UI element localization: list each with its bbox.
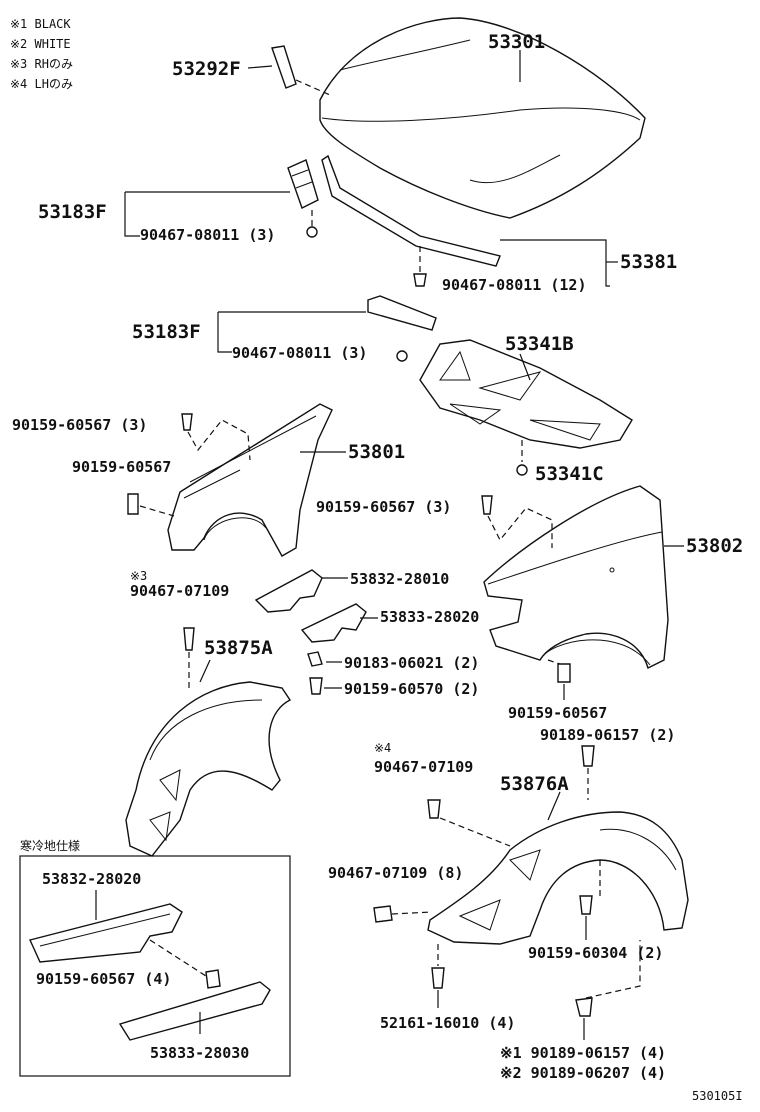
label-inset-bolt: 90159-60567 (4) bbox=[36, 970, 171, 988]
label-fender-rh: 53801 bbox=[348, 441, 405, 463]
label-inset-seal-b: 53833-28030 bbox=[150, 1044, 249, 1062]
label-screw-note2: ※2 90189-06207 (4) bbox=[500, 1064, 666, 1082]
label-clip-52161: 52161-16010 (4) bbox=[380, 1014, 515, 1032]
label-liner-rh: 53875A bbox=[204, 637, 273, 659]
label-seal-lower-clip: 90467-08011 (3) bbox=[232, 344, 367, 362]
legend-item-4: ※4 LHのみ bbox=[10, 77, 73, 91]
seal-b-part[interactable] bbox=[300, 603, 367, 643]
label-bolt-3-left: 90159-60567 (3) bbox=[12, 416, 147, 434]
screw-top-icon bbox=[581, 745, 595, 767]
label-clip-rh: 90467-07109 bbox=[130, 582, 229, 600]
label-liner-lh: 53876A bbox=[500, 773, 569, 795]
label-weatherstrip-clip: 90467-08011 (12) bbox=[442, 276, 587, 294]
label-note3-mark: ※3 bbox=[130, 569, 147, 583]
label-insulator: 53341B bbox=[505, 333, 574, 355]
label-seal-upper-clip: 90467-08011 (3) bbox=[140, 226, 275, 244]
inset-seal-b-part[interactable] bbox=[118, 981, 271, 1041]
weatherstrip-clip-icon bbox=[413, 273, 427, 287]
insulator-clip-icon bbox=[516, 464, 528, 476]
bolt-304-icon bbox=[579, 895, 593, 915]
bolt-icon-left bbox=[127, 493, 139, 515]
label-hood: 53301 bbox=[488, 31, 545, 53]
bolt-icon bbox=[181, 413, 193, 431]
label-inset-seal-a: 53832-28020 bbox=[42, 870, 141, 888]
hood-insulator-part[interactable] bbox=[419, 339, 633, 449]
seal-lower-part[interactable] bbox=[367, 295, 437, 362]
liner-lh-part[interactable] bbox=[427, 811, 689, 945]
label-bolt-2: 90159-60570 (2) bbox=[344, 680, 479, 698]
label-seal-a: 53832-28010 bbox=[350, 570, 449, 588]
label-insulator-clip: 53341C bbox=[535, 463, 604, 485]
hood-part[interactable] bbox=[319, 17, 646, 219]
clip-52161-icon bbox=[431, 967, 445, 989]
liner-rh-part[interactable] bbox=[125, 681, 292, 857]
label-hood-clip: 53292F bbox=[172, 58, 241, 80]
seal-upper-part[interactable] bbox=[287, 159, 319, 238]
label-bolt-left: 90159-60567 bbox=[72, 458, 171, 476]
bolt-icon-bottom bbox=[557, 663, 571, 683]
hood-clip-part[interactable] bbox=[271, 45, 297, 89]
label-weatherstrip: 53381 bbox=[620, 251, 677, 273]
legend-item-3: ※3 RHのみ bbox=[10, 57, 73, 71]
bolt-2-icon bbox=[309, 677, 323, 695]
clip-lh-icon bbox=[427, 799, 441, 819]
fender-lh-part[interactable] bbox=[483, 485, 669, 670]
legend: ※1 BLACK ※2 WHITE ※3 RHのみ ※4 LHのみ bbox=[10, 17, 73, 91]
screw-note-icon bbox=[575, 997, 593, 1017]
nut-icon bbox=[307, 651, 323, 667]
label-seal-upper: 53183F bbox=[38, 201, 107, 223]
clip-rh-icon bbox=[183, 627, 195, 651]
bolt-icon-right bbox=[481, 495, 493, 515]
label-clip-lh: 90467-07109 bbox=[374, 758, 473, 776]
legend-item-1: ※1 BLACK bbox=[10, 17, 71, 31]
label-bolt-3-right: 90159-60567 (3) bbox=[316, 498, 451, 516]
clip-8-icon bbox=[373, 905, 393, 923]
label-seal-lower: 53183F bbox=[132, 321, 201, 343]
label-screw-top: 90189-06157 (2) bbox=[540, 726, 675, 744]
label-bolt-right-bottom: 90159-60567 bbox=[508, 704, 607, 722]
label-clip-8: 90467-07109 (8) bbox=[328, 864, 463, 882]
seal-a-part[interactable] bbox=[254, 569, 323, 613]
fender-rh-part[interactable] bbox=[167, 403, 333, 557]
inset-seal-a-part[interactable] bbox=[29, 903, 183, 963]
label-seal-b: 53833-28020 bbox=[380, 608, 479, 626]
label-nut: 90183-06021 (2) bbox=[344, 654, 479, 672]
hood-weatherstrip-part[interactable] bbox=[321, 154, 501, 267]
label-bolt-304: 90159-60304 (2) bbox=[528, 944, 663, 962]
label-screw-note1: ※1 90189-06157 (4) bbox=[500, 1044, 666, 1062]
label-inset-title: 寒冷地仕様 bbox=[20, 838, 80, 853]
label-fender-lh: 53802 bbox=[686, 535, 743, 557]
label-diagram-code: 530105I bbox=[692, 1089, 743, 1103]
inset-box bbox=[19, 855, 291, 1077]
legend-item-2: ※2 WHITE bbox=[10, 37, 71, 51]
label-note4-mark: ※4 bbox=[374, 741, 391, 755]
inset-bolt-icon bbox=[205, 969, 221, 989]
